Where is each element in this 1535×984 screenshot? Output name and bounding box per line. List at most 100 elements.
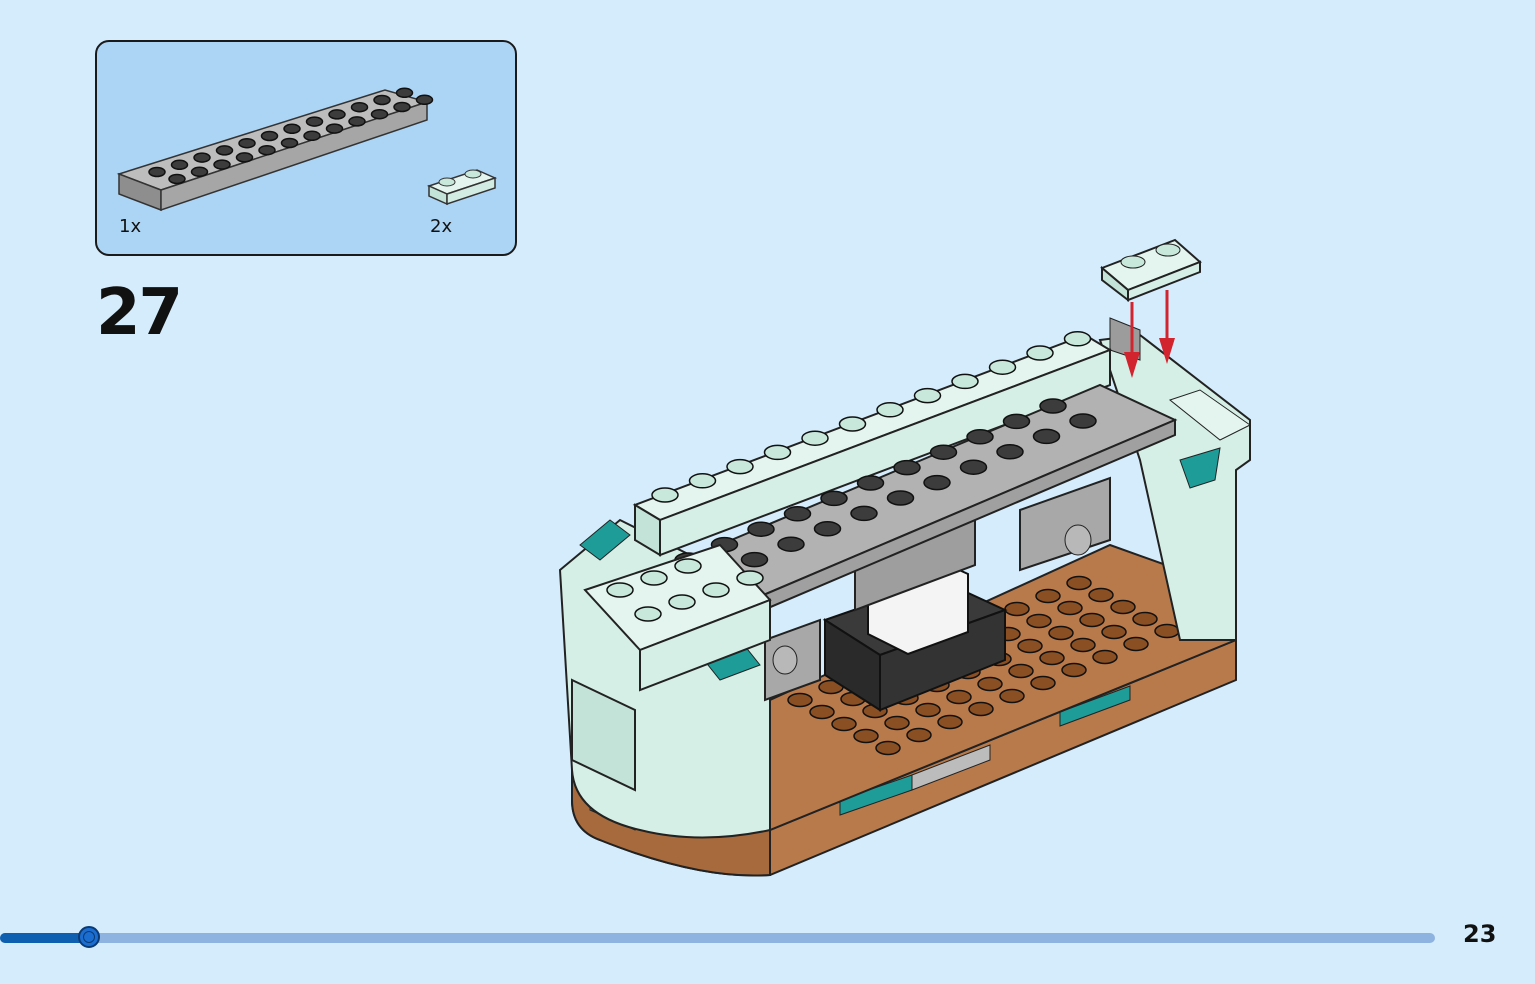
part-qty-1: 1x [119, 216, 142, 237]
stud [959, 459, 988, 475]
stud [702, 582, 730, 598]
stud [988, 359, 1017, 375]
stud [886, 490, 915, 506]
stud [813, 521, 842, 537]
stud [876, 402, 904, 418]
stud [763, 444, 792, 461]
progress-fill [0, 933, 89, 943]
stud [1070, 637, 1096, 653]
stud [736, 570, 764, 586]
stud [1026, 345, 1054, 361]
stud [777, 536, 805, 552]
stud [850, 505, 878, 522]
stud [1030, 675, 1056, 691]
stud [348, 116, 366, 127]
stud [1066, 575, 1092, 591]
mint-top-rail [632, 331, 1113, 557]
stud [148, 166, 166, 178]
stud [640, 570, 668, 586]
stud [875, 740, 901, 756]
stud [884, 715, 910, 731]
stud [415, 94, 434, 106]
stud [1048, 625, 1074, 641]
stud [238, 137, 256, 149]
stud [1057, 600, 1083, 616]
stud [1008, 663, 1034, 679]
stud [325, 123, 344, 134]
stud [856, 475, 885, 491]
stud [170, 159, 189, 171]
stud [1017, 638, 1043, 654]
stud [820, 490, 848, 507]
stud [783, 506, 812, 522]
stud [1123, 636, 1149, 652]
stud [328, 109, 346, 120]
stud [1039, 398, 1067, 414]
stud [787, 692, 813, 708]
stud [968, 701, 994, 717]
stud [853, 728, 879, 744]
stud [1063, 331, 1092, 347]
stud [305, 116, 324, 127]
parts-illustration [116, 87, 498, 212]
stud [915, 702, 941, 718]
stud [929, 444, 958, 460]
stud [937, 714, 963, 730]
progress-knob [78, 926, 100, 948]
stud [634, 606, 662, 622]
page-number: 23 [1463, 920, 1497, 948]
part-plate-1x2-mint [426, 169, 498, 206]
stud [1101, 624, 1127, 640]
stud [1004, 601, 1030, 617]
stud [373, 94, 391, 106]
stud [303, 130, 321, 142]
stud [280, 137, 299, 149]
stud [688, 473, 717, 489]
stud [801, 430, 829, 446]
stud [1032, 428, 1061, 445]
stud [999, 688, 1025, 704]
stud [283, 123, 301, 135]
stud [215, 145, 234, 156]
stud [906, 727, 932, 743]
stud [966, 429, 994, 445]
stud [726, 458, 754, 475]
stud [606, 582, 634, 598]
stud [668, 594, 696, 610]
parts-callout: 1x 2x [95, 40, 517, 256]
stud [977, 676, 1003, 692]
stud [740, 551, 769, 568]
black-brick [822, 554, 1008, 712]
step-number: 27 [96, 276, 183, 350]
stud [1002, 413, 1031, 430]
stud [651, 487, 679, 503]
stud [1061, 662, 1087, 678]
progress-track [0, 933, 1435, 943]
stud [838, 416, 867, 432]
stud [946, 689, 972, 705]
placement-arrows [1124, 290, 1175, 378]
stud [350, 101, 369, 113]
stud [1079, 612, 1105, 628]
stud [1154, 623, 1180, 639]
stud [1069, 413, 1097, 429]
stud [913, 387, 942, 404]
stud [747, 521, 775, 537]
stud [193, 152, 211, 163]
stud [674, 558, 702, 574]
stud [260, 130, 279, 142]
front-left-corner [583, 543, 772, 692]
grey-roof-plate [657, 383, 1178, 622]
part-qty-2: 2x [430, 216, 453, 237]
stud [951, 373, 979, 390]
stud [370, 108, 389, 120]
stud [395, 87, 414, 99]
stud [1035, 588, 1061, 604]
stud [996, 444, 1024, 460]
stud [235, 152, 254, 163]
stud [923, 474, 951, 491]
stud [1110, 599, 1136, 615]
stud [809, 704, 835, 720]
stud [168, 173, 186, 185]
